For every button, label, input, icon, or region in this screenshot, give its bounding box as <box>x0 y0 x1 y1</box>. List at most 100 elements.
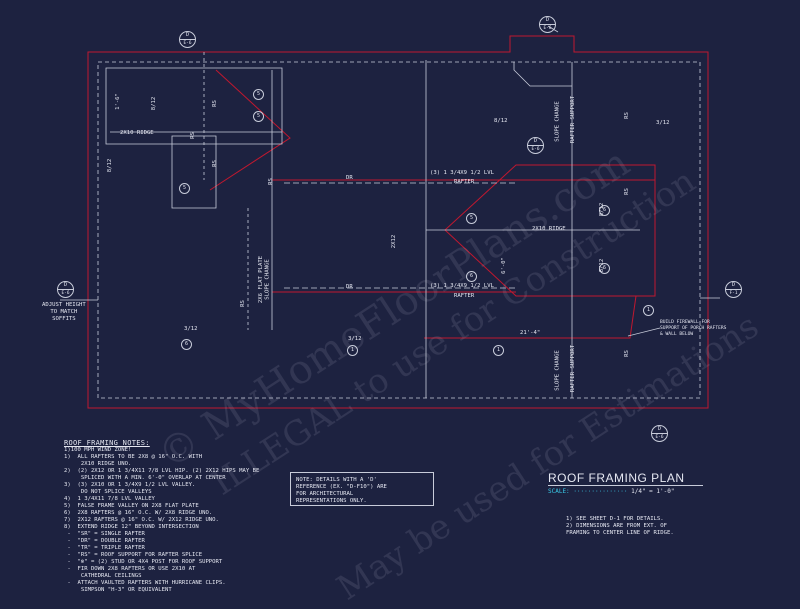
support-lines <box>203 52 249 330</box>
firewall-line-1: BUILD FIREWALL FOR <box>660 320 710 325</box>
pitch-label: 8/12 <box>151 96 158 111</box>
dim-21-4: 21'-4" <box>520 330 541 336</box>
side-note-3: FRAMING TO CENTER LINE OF RIDGE. <box>566 530 674 536</box>
support-top-label: RAFTER SUPPORT <box>570 95 577 144</box>
ridge-left-label: 2x10 RIDGE <box>120 130 154 136</box>
adjust-height-line-3: SOFFITS <box>52 316 76 322</box>
slope-top-label: SLOPE CHANGE <box>554 101 561 142</box>
circle-tag: 1 <box>493 345 504 356</box>
box-note-line-4: REPRESENTATIONS ONLY. <box>296 498 367 504</box>
marker-divider <box>540 24 555 25</box>
section-marker: D F-1 <box>725 281 742 298</box>
flat-slope-label: SLOPE CHANGE <box>264 259 271 300</box>
circle-tag: 5 <box>466 213 477 224</box>
marker-divider <box>180 39 195 40</box>
rs-label: RS <box>267 178 274 185</box>
red-roof-outline <box>87 35 709 409</box>
rs-label: RS <box>623 188 630 195</box>
pitch-label: 3/12 <box>348 336 362 342</box>
dim-1-6: 1'-6" <box>114 93 121 110</box>
note-item: - "DR" = DOUBLE RAFTER <box>64 538 145 544</box>
slope-bottom-label: SLOPE CHANGE <box>554 350 561 391</box>
marker-top-text: D <box>731 282 735 288</box>
left-small-room <box>171 135 217 209</box>
side-note-2: 2) DIMENSIONS ARE FROM EXT. OF <box>566 523 668 529</box>
details-note-box: NOTE: DETAILS WITH A 'D' REFERENCE (EX. … <box>290 472 434 506</box>
section-marker: D E-6 <box>179 31 196 48</box>
note-item: - "⊗" = (2) STUD OR 4x4 POST FOR ROOF SU… <box>64 559 223 565</box>
left-upper-room <box>105 67 283 145</box>
note-item: - ATTACH VAULTED RAFTERS WITH HURRICANE … <box>64 580 226 586</box>
rafter-bottom-label: RAFTER <box>454 293 475 299</box>
hip-left <box>209 69 291 191</box>
marker-divider <box>726 289 741 290</box>
rs-label: RS <box>211 100 218 107</box>
note-item: 2x10 RIDGE UNO. <box>64 461 132 467</box>
pitch-label: 8/12 <box>494 118 508 124</box>
hip-right-wing <box>444 164 656 297</box>
plan-title: ROOF FRAMING PLAN <box>548 471 685 485</box>
marker-bottom-text: E-6 <box>183 41 192 46</box>
note-item: 3) (3) 2x10 OR 1 3/4x9 1/2 LVL VALLEY. <box>64 482 196 488</box>
pitch-label: 8/12 <box>599 258 606 273</box>
rs-label: RS <box>211 160 218 167</box>
marker-bottom-text: E-6 <box>543 26 552 31</box>
firewall-line-3: & WALL BELOW <box>660 332 694 337</box>
notes-heading: ROOF FRAMING NOTES: <box>64 439 150 447</box>
lvl-ridge-lines <box>272 179 655 293</box>
marker-divider <box>528 145 543 146</box>
circle-tag: 6 <box>466 271 477 282</box>
rs-label: RS <box>189 132 196 139</box>
note-item: 4) 1 3/4x11 7/8 LVL VALLEY <box>64 496 155 502</box>
scale-value: 1/4" = 1'-0" <box>631 488 675 495</box>
section-marker: D E-6 <box>539 16 556 33</box>
ridge-right-label: 2x10 RIDGE <box>532 226 566 232</box>
porch-edge <box>424 295 637 339</box>
pitch-label: 3/12 <box>656 120 670 126</box>
support-bottom-label: RAFTER SUPPORT <box>570 344 577 393</box>
note-item: SIMPSON "H-3" OR EQUIVALENT <box>64 587 172 593</box>
pitch-label: 8/12 <box>107 158 114 173</box>
marker-top-text: D <box>545 17 549 23</box>
marker-top-text: D <box>185 32 189 38</box>
lvl-top-label: (3) 1 3/4x9 1/2 LVL <box>430 170 494 176</box>
marker-bottom-text: E-6 <box>61 291 70 296</box>
note-item: - FIR DOWN 2x8 RAFTERS OR USE 2x10 AT <box>64 566 196 572</box>
note-item: - "RS" = ROOF SUPPORT FOR RAFTER SPLICE <box>64 552 203 558</box>
dim-6-0: 6'-0" <box>500 257 507 274</box>
adjust-height-note: ADJUST HEIGHT TO MATCH SOFFITS <box>42 302 86 323</box>
circle-tag: 5 <box>253 89 264 100</box>
box-note-line-2: REFERENCE (EX. "D-F10") ARE <box>296 484 387 490</box>
notes-list: 1)100 MPH WIND ZONE!1) ALL RAFTERS TO BE… <box>64 447 259 594</box>
scale-label: SCALE: <box>548 488 570 495</box>
note-item: SPLICED WITH A MIN. 6'-0" OVERLAP AT CEN… <box>64 475 226 481</box>
rs-label: RS <box>239 300 246 307</box>
firewall-line-2: SUPPORT OF PORCH RAFTERS <box>660 326 727 331</box>
note-item: CATHEDRAL CEILINGS <box>64 573 142 579</box>
note-item: 1) ALL RAFTERS TO BE 2x8 @ 16" O.C. WITH <box>64 454 203 460</box>
note-item: 7) 2x12 RAFTERS @ 16" O.C. W/ 2x12 RIDGE… <box>64 517 219 523</box>
marker-bottom-text: E-6 <box>531 147 540 152</box>
note-item: 8) EXTEND RIDGE 12" BEYOND INTERSECTION <box>64 524 199 530</box>
note-item: - "SR" = SINGLE RAFTER <box>64 531 145 537</box>
dr-top-label: DR <box>346 175 353 181</box>
circle-tag: 6 <box>599 205 610 216</box>
wall-outline <box>97 61 701 399</box>
marker-bottom-text: E-6 <box>655 435 664 440</box>
marker-bottom-text: F-1 <box>729 291 738 296</box>
pitch-label: 3/12 <box>184 326 198 332</box>
interior-walls <box>271 60 573 398</box>
marker-top-text: D <box>533 138 537 144</box>
wall-lines <box>60 25 720 399</box>
box-note-line-3: FOR ARCHITECTURAL <box>296 491 354 497</box>
circle-tag: 1 <box>643 305 654 316</box>
roof-perimeter <box>87 35 709 409</box>
build-firewall-note: BUILD FIREWALL FOR SUPPORT OF PORCH RAFT… <box>660 320 726 338</box>
dim-2x12: 2x12 <box>391 234 398 249</box>
note-item: DO NOT SPLICE VALLEYS <box>64 489 152 495</box>
circle-tag: 6 <box>599 263 610 274</box>
roof-framing-notes: ROOF FRAMING NOTES: 1)100 MPH WIND ZONE!… <box>64 440 259 594</box>
